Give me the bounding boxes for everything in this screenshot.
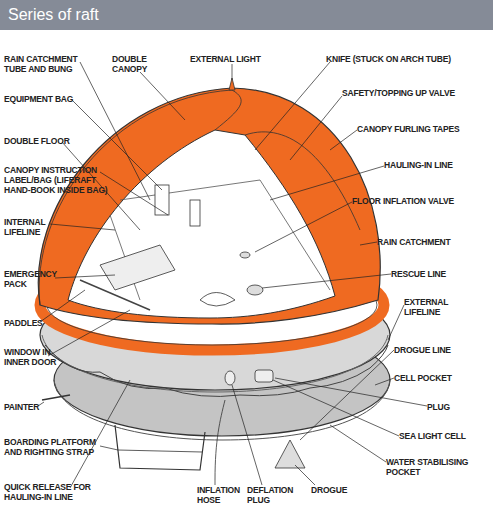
part-label: CANOPY FURLING TAPES xyxy=(357,124,459,134)
part-label: INFLATION HOSE xyxy=(197,485,247,505)
part-label: FLOOR INFLATION VALVE xyxy=(352,196,454,206)
diagram-title: Series of raft xyxy=(8,5,99,25)
part-label: SEA LIGHT CELL xyxy=(399,431,466,441)
part-label: CELL POCKET xyxy=(394,373,452,383)
part-label: DROGUE xyxy=(311,485,347,495)
part-label: RAIN CATCHMENT xyxy=(377,237,451,247)
part-label: EMERGENCY PACK xyxy=(4,269,66,289)
part-label: INTERNAL LIFELINE xyxy=(4,217,59,237)
part-label: PADDLES xyxy=(4,318,43,328)
part-label: HAULING-IN LINE xyxy=(384,160,453,170)
part-label: DEFLATION PLUG xyxy=(247,485,299,505)
part-label: WATER STABILISING POCKET xyxy=(386,457,491,477)
part-label: RAIN CATCHMENT TUBE AND BUNG xyxy=(4,54,92,74)
part-label: EQUIPMENT BAG xyxy=(4,94,73,104)
part-label: WINDOW IN INNER DOOR xyxy=(4,347,74,367)
part-label: DOUBLE CANOPY xyxy=(112,54,157,74)
part-label: PAINTER xyxy=(4,402,39,412)
part-label: BOARDING PLATFORM AND RIGHTING STRAP xyxy=(4,437,114,457)
part-label: CANOPY INSTRUCTION LABEL/BAG (LIFERAFT H… xyxy=(4,165,112,195)
title-band: Series of raft xyxy=(0,0,493,30)
part-label: SAFETY/TOPPING UP VALVE xyxy=(342,88,455,98)
part-label: QUICK RELEASE FOR HAULING-IN LINE xyxy=(4,482,94,502)
part-label: PLUG xyxy=(427,402,450,412)
part-label: EXTERNAL LIFELINE xyxy=(404,297,459,317)
part-label: EXTERNAL LIGHT xyxy=(190,54,261,64)
part-label: RESCUE LINE xyxy=(391,269,446,279)
part-label: DROGUE LINE xyxy=(394,345,451,355)
part-label: DOUBLE FLOOR xyxy=(4,136,70,146)
part-label: KNIFE (STUCK ON ARCH TUBE) xyxy=(326,54,451,64)
